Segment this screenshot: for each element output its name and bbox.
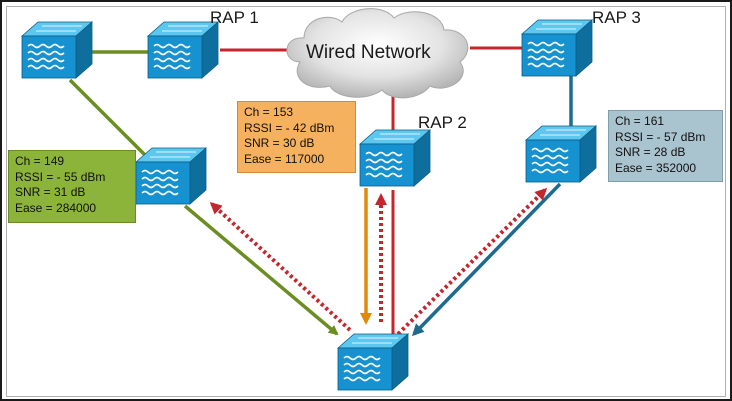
info-box-left: Ch = 149 RSSI = - 55 dBm SNR = 31 dB Eas… — [8, 150, 136, 223]
info-right-ease: Ease = 352000 — [615, 160, 697, 175]
wired-network-label: Wired Network — [306, 42, 431, 63]
info-box-right: Ch = 161 RSSI = - 57 dBm SNR = 28 dB Eas… — [608, 110, 723, 182]
ap-device-icon-bottom — [337, 333, 409, 391]
red-dotted-link-left — [209, 201, 352, 332]
info-middle-channel: Ch = 153 — [244, 105, 294, 119]
info-right-rssi: RSSI = - 57 dBm — [615, 129, 706, 144]
rap2-label: RAP 2 — [418, 113, 467, 132]
info-left-snr: SNR = 31 dB — [15, 185, 86, 199]
info-left-rssi: RSSI = - 55 dBm — [15, 169, 106, 184]
info-middle-ease: Ease = 117000 — [244, 151, 325, 166]
ap-device-icon-rap2 — [359, 129, 431, 187]
diagram-inner-border — [6, 6, 726, 397]
info-left-ease: Ease = 284000 — [15, 200, 97, 215]
info-box-middle: Ch = 153 RSSI = - 42 dBm SNR = 30 dB Eas… — [237, 101, 356, 173]
info-left-channel: Ch = 149 — [15, 154, 65, 168]
info-middle-snr: SNR = 30 dB — [244, 136, 315, 150]
green-link-diagonal-upper — [68, 78, 152, 162]
ap-device-icon-top-left — [21, 21, 93, 79]
ap-device-icon-right-mid — [525, 125, 597, 183]
info-right-channel: Ch = 161 — [615, 114, 665, 128]
red-dotted-link-right — [396, 187, 548, 336]
ap-device-icon-rap1 — [147, 21, 219, 79]
rap1-label: RAP 1 — [210, 8, 259, 27]
rap3-label: RAP 3 — [592, 8, 641, 27]
blue-link-diagonal — [411, 182, 562, 337]
info-right-snr: SNR = 28 dB — [615, 145, 686, 159]
ap-device-icon-left-mid — [135, 147, 207, 205]
ap-device-icon-rap3 — [521, 19, 593, 77]
green-link-diagonal-lower — [183, 204, 339, 336]
cloud-icon — [286, 8, 469, 99]
info-middle-rssi: RSSI = - 42 dBm — [244, 120, 335, 135]
